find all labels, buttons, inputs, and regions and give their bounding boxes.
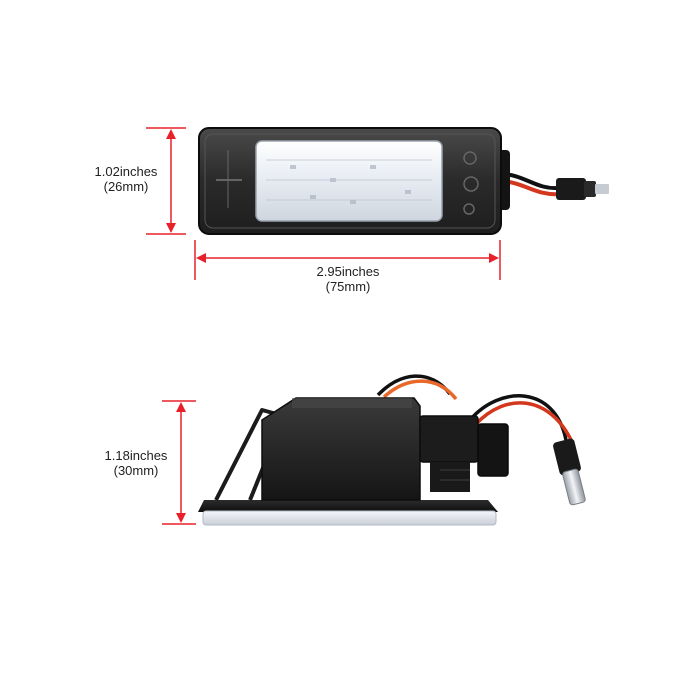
height-inches: 1.02inches [94,164,158,179]
wire-connector [499,172,609,200]
height-dimension-label-top: 1.02inches (26mm) [76,164,176,194]
width-inches: 2.95inches [316,264,380,279]
side-wires [376,374,574,443]
dimension-arrow-icon [162,400,196,525]
height-dimension-label-side: 1.18inches (30mm) [86,448,186,478]
bottom-lens [202,510,497,526]
base-plate [198,500,498,512]
dimension-arrow-icon [146,127,186,235]
license-plate-light-side-view [198,374,586,526]
connector-housing [419,415,509,492]
width-mm: (75mm) [325,279,371,294]
emboss-marks [463,151,479,215]
side-height-mm: (30mm) [113,463,159,478]
side-body [261,397,421,501]
width-dimension-label: 2.95inches (75mm) [288,264,408,294]
wedge-bulb [553,438,586,506]
dimension-arrow-icon [194,240,501,280]
lens [255,140,443,222]
height-mm: (26mm) [103,179,149,194]
license-plate-light-top-view [198,127,609,235]
side-height-inches: 1.18inches [104,448,168,463]
led-array [266,159,432,204]
